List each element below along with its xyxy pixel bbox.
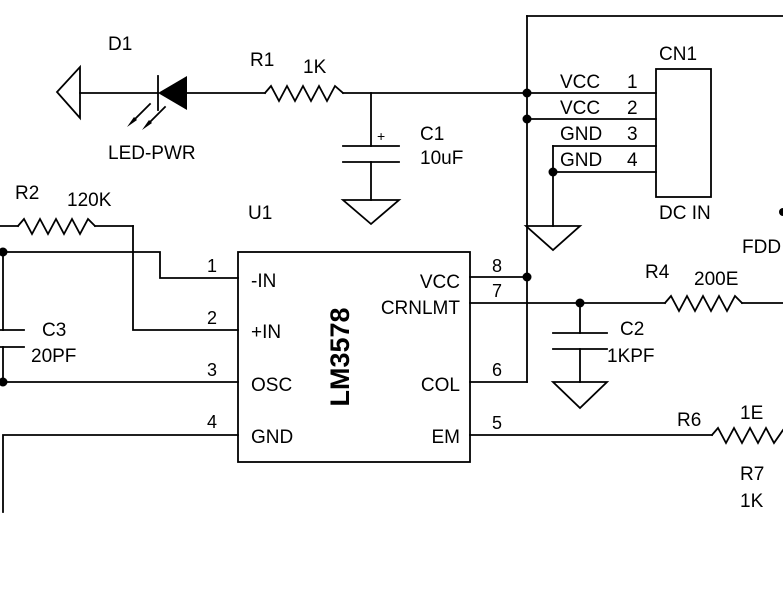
r1-ref: R1 <box>250 50 274 71</box>
cn1-pin3-label: GND <box>560 124 602 145</box>
cn1-pin1-num: 1 <box>627 72 638 93</box>
u1-pin3-num: 3 <box>207 360 217 380</box>
u1-pin1-num: 1 <box>207 256 217 276</box>
cn1-pin4-num: 4 <box>627 150 638 171</box>
u1-pin8-label: VCC <box>420 272 460 293</box>
cn1-pin3-num: 3 <box>627 124 638 145</box>
u1-part-number: LM3578 <box>325 307 355 406</box>
u1-pin6-num: 6 <box>492 360 502 380</box>
d1-value: LED-PWR <box>108 143 196 164</box>
ground-symbol-led <box>55 64 81 121</box>
u1-pin6-label: COL <box>421 375 460 396</box>
junction-vcc-pin2 <box>522 114 532 124</box>
r2-value: 120K <box>67 190 112 211</box>
ground-symbol-c1 <box>340 199 402 226</box>
c3-value: 20PF <box>31 346 76 367</box>
offscreen-junction <box>779 208 783 216</box>
r1-value: 1K <box>303 57 327 78</box>
c1-polarity: + <box>377 128 385 144</box>
ground-symbol-c2 <box>550 381 610 410</box>
resistor-r4 <box>663 294 744 313</box>
capacitor-c3 <box>0 329 25 348</box>
resistor-r6 <box>710 426 783 445</box>
wire-pin2 <box>132 225 239 331</box>
d1-ref: D1 <box>108 34 132 55</box>
cn1-value: DC IN <box>659 203 711 224</box>
u1-ref: U1 <box>248 203 272 224</box>
r4-ref: R4 <box>645 262 670 283</box>
c3-ref: C3 <box>42 320 66 341</box>
c2-value: 1KPF <box>607 346 655 367</box>
u1-pin4-label: GND <box>251 427 293 448</box>
cn1-ref: CN1 <box>659 44 697 65</box>
r4-value: 200E <box>694 269 738 290</box>
cn1-pin1-label: VCC <box>560 72 600 93</box>
ground-symbol-cn1 <box>523 225 583 252</box>
connector-cn1-body <box>655 68 712 198</box>
r6-value: 1E <box>740 403 763 424</box>
wire-pin1 <box>0 251 239 279</box>
u1-pin4-num: 4 <box>207 412 217 432</box>
u1-pin2-num: 2 <box>207 308 217 328</box>
u1-pin2-label: +IN <box>251 322 281 343</box>
junction-vcc-r1 <box>522 88 532 98</box>
c2-ref: C2 <box>620 319 644 340</box>
r2-ref: R2 <box>15 183 39 204</box>
u1-pin1-label: -IN <box>251 271 276 292</box>
u1-pin7-label: CRNLMT <box>381 298 461 319</box>
fdd-label-partial: FDD <box>742 237 781 258</box>
junction-dots <box>0 88 585 387</box>
u1-pin7-num: 7 <box>492 281 502 301</box>
u1-pin8-num: 8 <box>492 256 502 276</box>
u1-pin5-num: 5 <box>492 413 502 433</box>
cn1-pin4-label: GND <box>560 150 602 171</box>
cn1-pin2-label: VCC <box>560 98 600 119</box>
cn1-pin2-num: 2 <box>627 98 638 119</box>
r6-ref: R6 <box>677 410 701 431</box>
led-d1 <box>127 75 187 130</box>
junction-vcc-pin8 <box>522 272 532 282</box>
u1-pin3-label: OSC <box>251 375 292 396</box>
resistor-r2 <box>16 217 97 236</box>
wire-pin4 <box>2 434 239 513</box>
junction-c2 <box>575 298 585 308</box>
c1-ref: C1 <box>420 124 444 145</box>
r7-ref: R7 <box>740 464 764 485</box>
junction-c3-top <box>0 247 8 257</box>
junction-gnd-pin4 <box>548 167 558 177</box>
c1-value: 10uF <box>420 148 463 169</box>
capacitor-c1 <box>342 145 400 163</box>
junction-c3-bottom <box>0 377 8 387</box>
u1-pin5-label: EM <box>432 427 461 448</box>
r7-value: 1K <box>740 491 764 512</box>
ic-u1-body <box>237 251 471 463</box>
capacitor-c2 <box>552 332 608 350</box>
resistor-r1 <box>263 84 345 103</box>
